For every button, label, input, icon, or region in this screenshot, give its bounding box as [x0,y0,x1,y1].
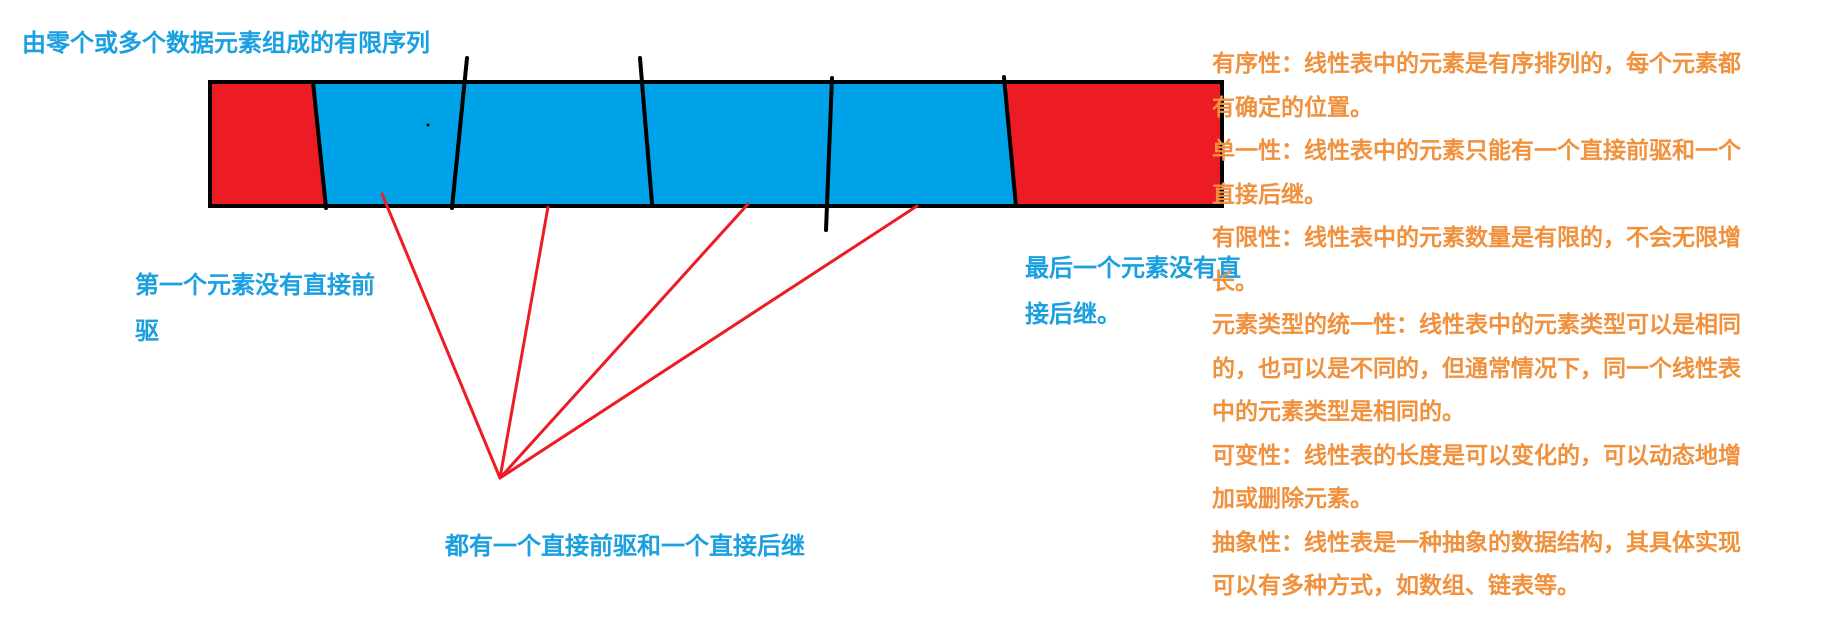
pointer-line [498,202,750,480]
divider-line [311,80,328,210]
first-element-segment [210,82,326,206]
pointer-line [380,192,502,480]
property-line: 元素类型的统一性：线性表中的元素类型可以是相同 [1212,312,1741,338]
property-line: 可以有多种方式，如数组、链表等。 [1212,573,1580,599]
property-line: 可变性：线性表的长度是可以变化的，可以动态地增 [1212,442,1741,469]
divider-line [1002,75,1018,208]
property-line: 有序性：线性表中的元素是有序排列的，每个元素都 [1212,51,1741,77]
property-line: 中的元素类型是相同的。 [1212,399,1465,425]
first-element-label: 第一个元素没有直接前驱 [135,271,375,345]
properties-list: 有序性：线性表中的元素是有序排列的，每个元素都 有确定的位置。 单一性：线性表中… [1212,43,1818,609]
property-line: 单一性：线性表中的元素只能有一个直接前驱和一个 [1212,138,1741,164]
property-line: 有限性：线性表中的元素数量是有限的，不会无限增 [1212,225,1741,251]
property-line: 加或删除元素。 [1212,486,1373,512]
divider-line [824,76,834,232]
property-line: 长。 [1212,268,1258,295]
stray-dot [426,123,430,127]
bar-outline [208,80,1224,208]
last-element-label: 最后一个元素没有直接后继。 [1025,254,1241,328]
pointer-line [498,205,550,480]
pointer-line [498,204,919,480]
middle-elements-label: 都有一个直接前驱和一个直接后继 [445,532,805,560]
property-line: 抽象性：线性表是一种抽象的数据结构，其具体实现 [1212,529,1741,556]
property-line: 直接后继。 [1212,181,1327,208]
divider-line [638,56,654,205]
property-line: 的，也可以是不同的，但通常情况下，同一个线性表 [1212,355,1741,382]
property-line: 有确定的位置。 [1212,94,1373,121]
diagram-title: 由零个或多个数据元素组成的有限序列 [22,29,430,57]
divider-line [450,56,469,210]
last-element-segment [1004,82,1222,206]
